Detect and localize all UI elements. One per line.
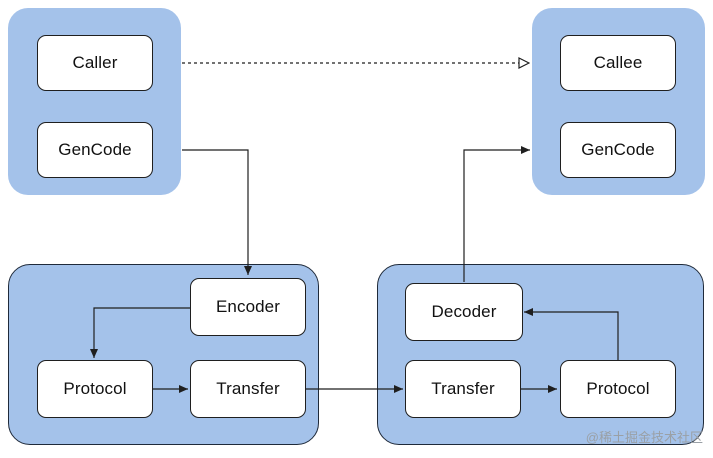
edge-gencode-to-encoder [182, 149, 252, 275]
encoder-node: Encoder [190, 278, 306, 336]
edge-encoder-to-protocol [90, 307, 191, 358]
protocol-right-node: Protocol [560, 360, 676, 418]
watermark-label: @稀土掘金技术社区 [585, 430, 703, 445]
gencode-right-node: GenCode [560, 122, 676, 178]
transfer-right-node: Transfer [405, 360, 521, 418]
edge-decoder-to-gencode [463, 146, 530, 282]
protocol-left-node: Protocol [37, 360, 153, 418]
transfer-left-node: Transfer [190, 360, 306, 418]
callee-node: Callee [560, 35, 676, 91]
gencode-left-node: GenCode [37, 122, 153, 178]
decoder-node: Decoder [405, 283, 523, 341]
caller-node: Caller [37, 35, 153, 91]
edge-protocol-to-decoder [524, 308, 619, 360]
